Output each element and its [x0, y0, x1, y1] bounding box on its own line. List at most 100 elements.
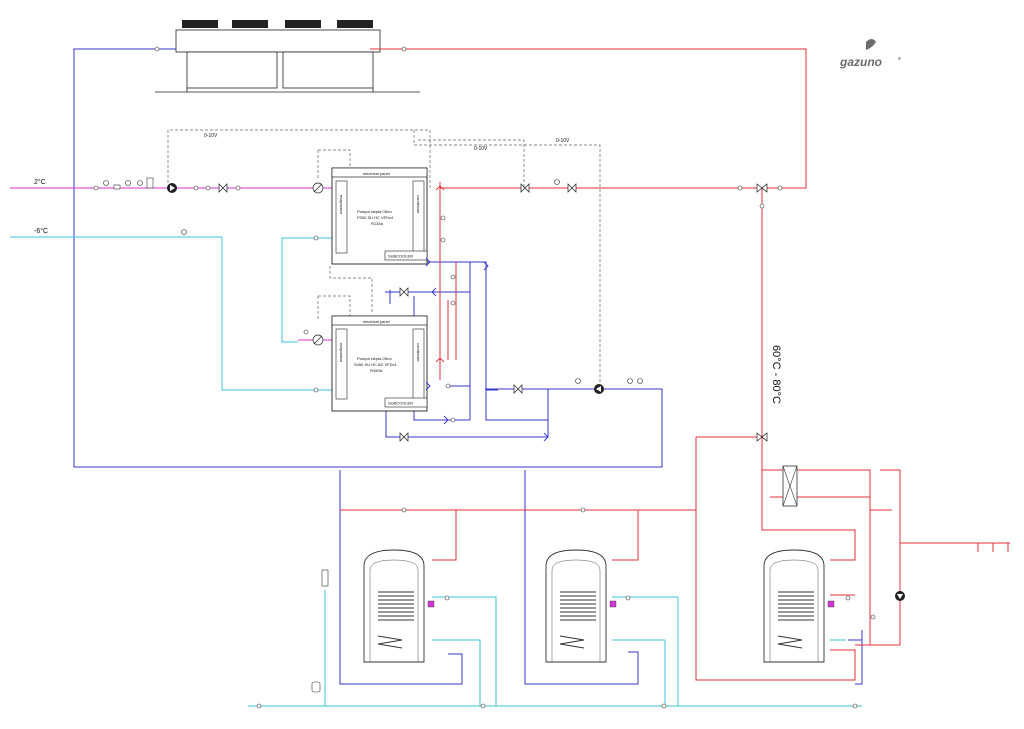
storage-tank-icon	[363, 549, 425, 663]
sensor-icon	[661, 703, 667, 709]
sensor-icon	[93, 185, 99, 191]
arrow-icon	[435, 185, 445, 191]
condenser-label: condenser	[416, 195, 421, 214]
flow-arrows	[425, 185, 549, 442]
valve-icon	[513, 384, 523, 394]
heat-pump-refrigerant: R450A	[370, 368, 383, 373]
valve-icon	[567, 183, 577, 193]
sensor-icon	[580, 507, 586, 513]
three-way-valve-icon	[756, 432, 768, 442]
signal-lines	[167, 129, 601, 388]
sensor-icon	[852, 703, 858, 709]
expansion-vessel-icon	[311, 681, 321, 693]
sensor-icon	[737, 185, 743, 191]
sensor-icon	[313, 235, 319, 241]
arrow-icon	[431, 287, 437, 297]
gauge-icon	[137, 180, 143, 186]
sensor-icon	[870, 614, 876, 620]
gauge-icon	[575, 378, 581, 384]
sensor-icon	[444, 595, 450, 601]
heat-pump-refrigerant: R134a	[371, 221, 384, 226]
expansion-valves	[312, 182, 324, 346]
sensor-icon	[256, 703, 262, 709]
three-way-valve-icon	[756, 183, 768, 193]
brine-temp-label: -6°C	[34, 227, 48, 235]
valve-icon	[218, 183, 228, 193]
signal-label: 0-10V	[204, 133, 218, 139]
glycol-line	[10, 187, 332, 341]
temp-range-label: 60°C - 80°C	[770, 345, 782, 404]
sensor-icon	[759, 203, 765, 209]
electrical-panel-label: electrical panel	[363, 171, 390, 176]
arrow-icon	[443, 415, 449, 425]
glycol-temp-label: 2°C	[34, 178, 46, 186]
heat-pump-model: S490 SU HC AD VFDx1	[354, 362, 397, 367]
arrow-icon	[543, 432, 549, 442]
storage-tank-1	[363, 549, 435, 663]
pump-icon	[895, 591, 905, 601]
sensor-icon	[450, 417, 456, 423]
brand-logo: gazuno ®	[839, 39, 901, 69]
gauge-icon	[554, 179, 560, 185]
signal-label: 0-10V	[556, 138, 570, 144]
condenser-label: condenser	[416, 343, 421, 362]
heat-pump-name: Pompa ciepła Ollon	[357, 209, 392, 214]
storage-tank-3	[763, 549, 835, 663]
signal-label: 0-10V	[474, 146, 488, 152]
tap-outlets	[977, 543, 1009, 552]
sensor-icon	[235, 185, 241, 191]
sensor-icon	[205, 185, 211, 191]
gauge-icon	[125, 180, 131, 186]
pump-icon	[594, 384, 604, 394]
filter-icon	[113, 184, 121, 190]
gauge-icon	[181, 229, 187, 235]
sensor-icon	[440, 215, 446, 221]
heat-pump-2: electrical panel evaporator condenser Po…	[331, 315, 428, 412]
arrow-icon	[435, 357, 445, 363]
evaporator-label: evaporator	[339, 343, 344, 363]
fittings	[93, 46, 876, 709]
storage-tank-2	[545, 549, 617, 663]
sensor-icon	[193, 185, 199, 191]
heat-pump-name: Pompa ciepła Ollon	[357, 356, 392, 361]
arrow-icon	[483, 261, 489, 271]
sensor-icon	[440, 237, 446, 243]
logo-text: gazuno	[839, 55, 882, 69]
hot-loop	[340, 48, 1010, 681]
sensor-icon	[401, 507, 407, 513]
sensor-icon	[445, 383, 451, 389]
logo-registered: ®	[898, 56, 901, 61]
subcooler-label: SUBCOOLER	[388, 401, 413, 406]
sensor-icon	[313, 387, 319, 393]
vessel-icon	[146, 177, 154, 189]
vessel-icon	[321, 569, 329, 587]
storage-tank-icon	[763, 549, 825, 663]
valves	[218, 183, 768, 442]
gauge-icon	[637, 378, 643, 384]
evaporator-label: evaporator	[339, 195, 344, 215]
valve-icon	[399, 287, 409, 297]
gauge-icon	[627, 378, 633, 384]
sensor-icon	[625, 595, 631, 601]
valve-icon	[399, 432, 409, 442]
heat-pump-model: P300 SU HC VFDx4	[357, 215, 394, 220]
arrow-icon	[425, 381, 431, 391]
sensor-icon	[401, 46, 407, 52]
heat-pump-1: electrical panel evaporator condenser Po…	[331, 167, 428, 265]
sensor-icon	[450, 300, 456, 306]
sensor-icon	[480, 703, 486, 709]
electrical-panel-label: electrical panel	[363, 319, 390, 324]
valve-icon	[520, 183, 530, 193]
gauge-icon	[103, 180, 109, 186]
pump-icon	[167, 183, 177, 193]
logo-mark-icon	[866, 39, 876, 50]
dry-cooler	[155, 20, 420, 93]
cold-loop	[73, 48, 863, 685]
sensor-icon	[777, 185, 783, 191]
storage-tank-icon	[545, 549, 607, 663]
sensor-icon	[450, 274, 456, 280]
arrow-icon	[425, 257, 431, 267]
sensor-icon	[303, 329, 309, 335]
plate-heat-exchanger-icon	[782, 465, 798, 507]
